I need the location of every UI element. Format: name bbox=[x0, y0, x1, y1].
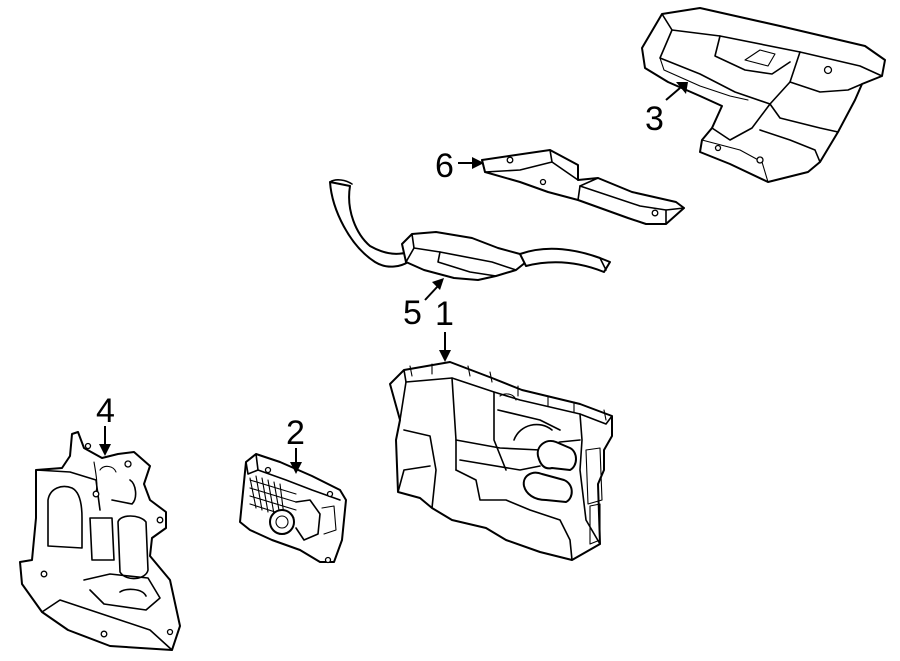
callout-5: 5 bbox=[403, 294, 422, 332]
leaders bbox=[99, 82, 688, 474]
callout-6: 6 bbox=[435, 147, 454, 185]
callout-4: 4 bbox=[96, 392, 115, 430]
part-6-module bbox=[481, 149, 685, 225]
callout-2: 2 bbox=[286, 414, 305, 452]
callout-1: 1 bbox=[435, 295, 454, 333]
part-1-main-assembly bbox=[389, 361, 613, 561]
callout-labels: 1 2 3 4 5 6 bbox=[96, 100, 664, 452]
callout-3: 3 bbox=[645, 100, 664, 138]
part-5-sensor-cable bbox=[329, 179, 611, 281]
part-2-control-module bbox=[239, 453, 347, 564]
part-4-shield bbox=[19, 431, 181, 651]
part-3-bracket bbox=[641, 7, 886, 183]
